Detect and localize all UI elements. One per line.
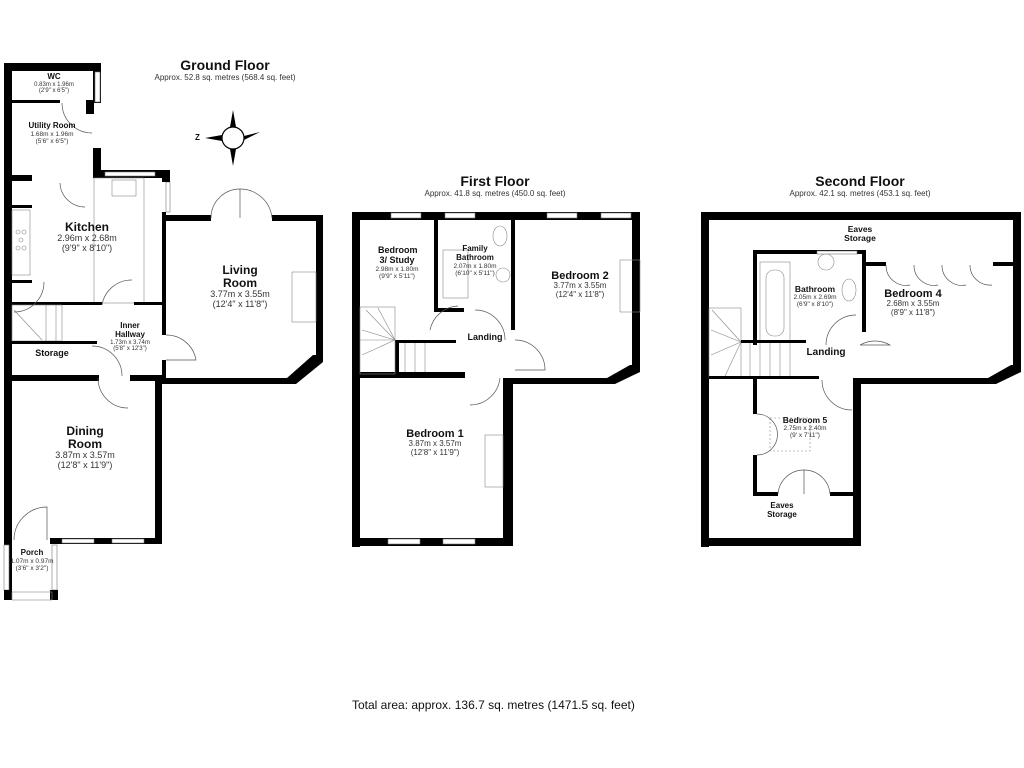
- room-imperial: (9'9" x 8'10"): [61, 243, 113, 254]
- room-name: Living Room: [222, 263, 258, 291]
- room-dining: Dining Room 3.87m x 3.57m (12'8" x 11'9"…: [40, 424, 130, 471]
- room-inner-hallway: Inner Hallway 1.73m x 3.74m (5'8" x 12'3…: [100, 321, 160, 353]
- room-name: Kitchen: [64, 220, 109, 234]
- room-imperial: (6'9" x 8'10"): [796, 301, 834, 309]
- second-floor-plan: [701, 212, 1021, 547]
- room-metric: 2.96m x 2.68m: [57, 233, 117, 244]
- room-imperial: (9' x 7'11"): [790, 432, 820, 440]
- room-name: Bedroom 1: [406, 428, 464, 440]
- room-imperial: (9'9" x 5'11"): [379, 272, 415, 280]
- room-name: Family Bathroom: [456, 244, 494, 262]
- room-family-bathroom: Family Bathroom 2.07m x 1.80m (6'10" x 5…: [440, 244, 510, 277]
- room-landing-first: Landing: [455, 332, 515, 343]
- room-name: Landing: [467, 332, 503, 342]
- room-imperial: (6'10" x 5'11"): [455, 269, 495, 277]
- compass-label: Z: [195, 133, 200, 142]
- room-eaves-storage-top: Eaves Storage: [830, 224, 890, 244]
- room-name: Bedroom 2: [551, 270, 609, 282]
- first-floor-area: Approx. 41.8 sq. metres (450.0 sq. feet): [424, 189, 566, 198]
- room-bedroom1: Bedroom 1 3.87m x 3.57m (12'8" x 11'9"): [390, 428, 480, 458]
- second-floor-title: Second Floor: [815, 173, 905, 189]
- room-imperial: (5'8" x 12'3"): [113, 346, 147, 353]
- room-metric: 1.68m x 1.96m: [30, 130, 74, 138]
- room-utility: Utility Room 1.68m x 1.96m (5'6" x 6'5"): [22, 121, 82, 145]
- ground-floor-plan: [3, 63, 323, 601]
- room-bedroom5: Bedroom 5 2.75m x 2.40m (9' x 7'11"): [770, 415, 840, 440]
- room-imperial: (12'8" x 11'9"): [57, 460, 113, 471]
- room-name: Bedroom 5: [782, 415, 828, 425]
- room-metric: 1.07m x 0.97m: [10, 557, 54, 565]
- room-kitchen: Kitchen 2.96m x 2.68m (9'9" x 8'10"): [42, 220, 132, 254]
- room-eaves-storage-bottom: Eaves Storage: [752, 501, 812, 520]
- room-bedroom4: Bedroom 4 2.68m x 3.55m (8'9" x 11'8"): [868, 288, 958, 318]
- room-imperial: (3'6" x 3'2"): [15, 564, 49, 572]
- room-name: Storage: [35, 348, 69, 358]
- room-name: Porch: [20, 548, 44, 557]
- room-name: Bedroom 4: [884, 288, 942, 300]
- room-metric: 0.83m x 1.96m: [34, 81, 74, 88]
- room-metric: 2.07m x 1.80m: [453, 262, 497, 270]
- room-wc: WC 0.83m x 1.96m (2'9" x 6'5"): [24, 72, 84, 95]
- room-name: WC: [47, 72, 61, 81]
- room-imperial: (5'6" x 6'5"): [35, 137, 69, 145]
- room-metric: 2.68m x 3.55m: [886, 299, 940, 309]
- room-landing-second: Landing: [796, 347, 856, 358]
- room-imperial: (12'8" x 11'9"): [410, 447, 460, 457]
- room-name: Eaves Storage: [767, 501, 797, 519]
- second-floor-area: Approx. 42.1 sq. metres (453.1 sq. feet): [789, 189, 931, 198]
- total-area: Total area: approx. 136.7 sq. metres (14…: [352, 698, 635, 712]
- room-imperial: (8'9" x 11'8"): [890, 307, 936, 317]
- room-metric: 2.98m x 1.80m: [375, 265, 419, 273]
- first-floor-title: First Floor: [460, 173, 530, 189]
- room-name: Eaves Storage: [844, 224, 876, 244]
- room-name: Inner Hallway: [115, 321, 145, 339]
- room-metric: 2.75m x 2.40m: [783, 425, 827, 433]
- room-name: Dining Room: [66, 424, 104, 452]
- room-name: Utility Room: [28, 121, 76, 130]
- room-porch: Porch 1.07m x 0.97m (3'6" x 3'2"): [2, 548, 62, 572]
- room-bedroom2: Bedroom 2 3.77m x 3.55m (12'4" x 11'8"): [535, 270, 625, 300]
- ground-floor-area: Approx. 52.8 sq. metres (568.4 sq. feet): [154, 73, 296, 82]
- room-bedroom3: Bedroom 3/ Study 2.98m x 1.80m (9'9" x 5…: [362, 245, 432, 280]
- room-imperial: (12'4" x 11'8"): [555, 289, 605, 299]
- room-metric: 3.77m x 3.55m: [210, 289, 270, 300]
- room-metric: 2.05m x 2.69m: [793, 294, 837, 302]
- ground-floor-title: Ground Floor: [180, 57, 270, 73]
- room-metric: 1.73m x 3.74m: [110, 339, 150, 346]
- first-floor-plan: [352, 212, 641, 547]
- room-imperial: (12'4" x 11'8"): [212, 299, 268, 310]
- room-living: Living Room 3.77m x 3.55m (12'4" x 11'8"…: [195, 263, 285, 310]
- room-name: Landing: [806, 347, 846, 358]
- room-metric: 3.77m x 3.55m: [553, 281, 607, 291]
- room-bathroom: Bathroom 2.05m x 2.69m (6'9" x 8'10"): [775, 284, 855, 309]
- room-metric: 3.87m x 3.57m: [55, 450, 115, 461]
- room-imperial: (2'9" x 6'5"): [38, 88, 70, 95]
- compass-icon: [205, 110, 260, 166]
- room-name: Bedroom 3/ Study: [378, 245, 418, 265]
- room-metric: 3.87m x 3.57m: [408, 439, 462, 449]
- room-name: Bathroom: [794, 284, 836, 294]
- room-storage: Storage: [22, 348, 82, 359]
